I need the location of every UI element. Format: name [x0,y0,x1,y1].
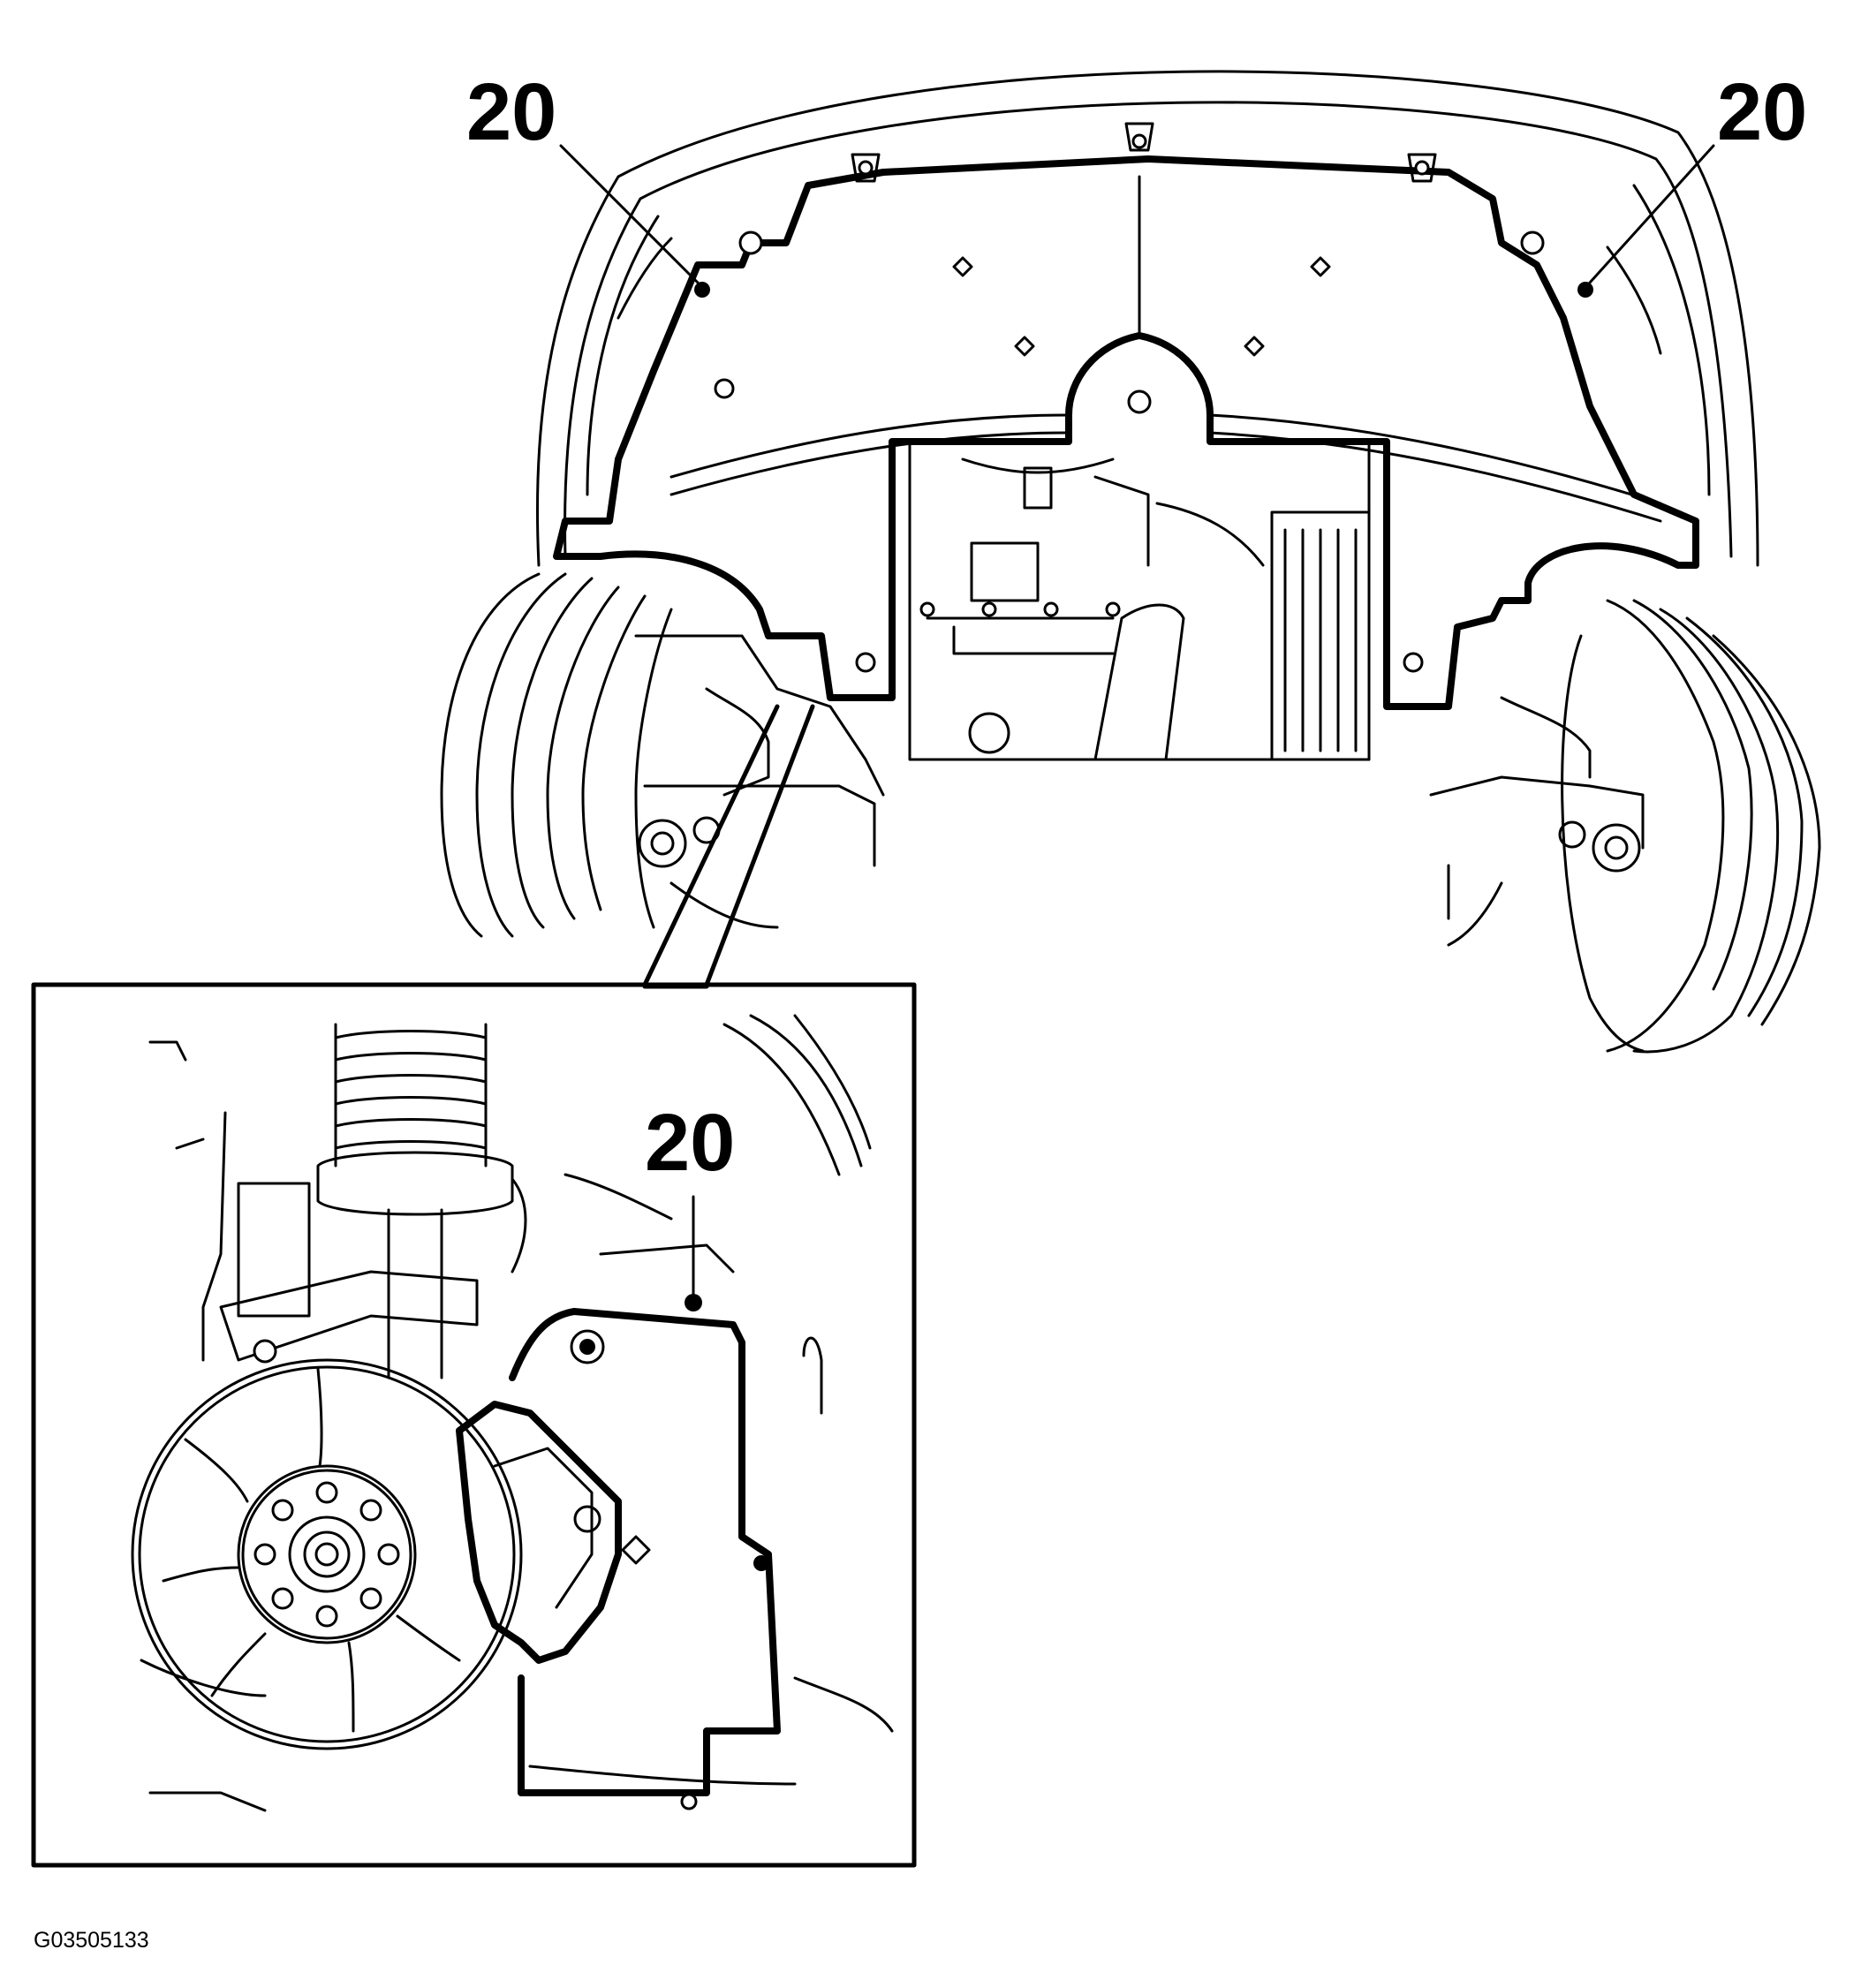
detail-brake-assembly [131,1014,894,1812]
lug-holes [253,1481,400,1628]
callout-20-detail: 20 [645,1098,735,1188]
figure-id: G03505133 [34,1928,149,1953]
leader-lines [559,144,1715,284]
zoom-pointer [642,704,815,987]
engine-bay [908,440,1371,761]
right-wheel [1429,599,1821,1054]
callout-20-left: 20 [466,67,556,157]
left-wheel [440,572,885,938]
splash-shield [553,122,1699,710]
bumper-outline [535,70,1759,567]
detail-inset-frame [31,982,917,1868]
callout-20-right: 20 [1717,67,1807,157]
